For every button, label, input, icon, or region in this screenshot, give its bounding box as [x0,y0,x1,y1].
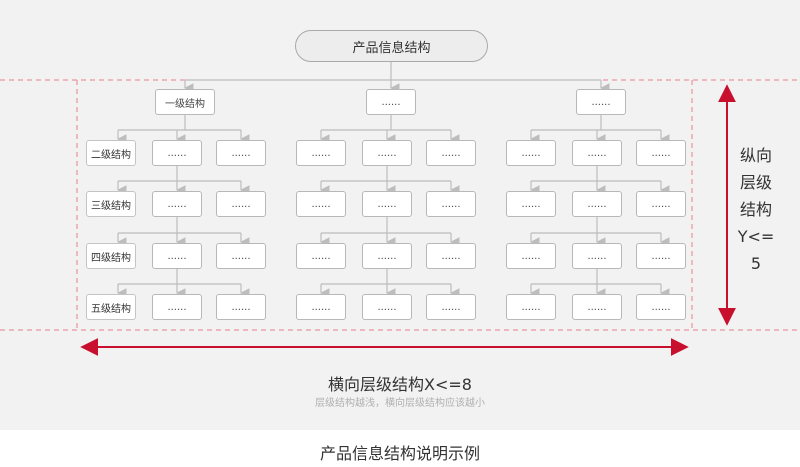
level1-placeholder: ...... [591,96,611,108]
structure-node: ...... [362,191,412,217]
structure-node: ...... [506,294,556,320]
node-placeholder: ...... [441,147,461,159]
structure-node: ...... [152,140,202,166]
level-label-text: 三级结构 [91,200,131,212]
structure-node: ...... [506,243,556,269]
structure-node: ...... [506,140,556,166]
structure-node: ...... [296,243,346,269]
node-placeholder: ...... [167,301,187,313]
node-placeholder: ...... [521,250,541,262]
node-placeholder: ...... [377,147,397,159]
node-placeholder: ...... [521,301,541,313]
structure-node: ...... [296,294,346,320]
structure-node: ...... [426,140,476,166]
node-placeholder: ...... [441,198,461,210]
vertical-limit-line: 纵向 [739,146,772,165]
structure-node: ...... [362,243,412,269]
structure-node: ...... [216,243,266,269]
structure-node: ...... [152,243,202,269]
node-placeholder: ...... [311,198,331,210]
structure-node: ...... [426,191,476,217]
horizontal-limit-label: 横向层级结构X<=8 [328,375,472,394]
structure-node: ...... [636,294,686,320]
level-label: 四级结构 [86,243,136,269]
root-node-label: 产品信息结构 [352,40,431,56]
structure-node: ...... [636,191,686,217]
structure-node: ...... [296,191,346,217]
structure-node: ...... [572,243,622,269]
root-node: 产品信息结构 [295,30,488,62]
node-placeholder: ...... [587,250,607,262]
level-label-text: 五级结构 [91,303,131,315]
vertical-limit-line: 结构 [739,200,772,219]
node-placeholder: ...... [167,147,187,159]
structure-node: ...... [216,191,266,217]
node-placeholder: ...... [231,198,251,210]
node-placeholder: ...... [231,301,251,313]
node-placeholder: ...... [311,301,331,313]
level-label-text: 四级结构 [91,252,131,264]
node-placeholder: ...... [231,250,251,262]
structure-node: ...... [572,191,622,217]
level1-node-3: ...... [576,89,626,115]
node-placeholder: ...... [311,250,331,262]
vertical-limit-line: 层级 [739,173,772,192]
structure-node: ...... [152,294,202,320]
node-placeholder: ...... [587,198,607,210]
node-placeholder: ...... [377,250,397,262]
level-label: 五级结构 [86,294,136,320]
node-placeholder: ...... [167,198,187,210]
node-placeholder: ...... [521,147,541,159]
horizontal-limit-note: 层级结构越浅，横向层级结构应该越小 [315,398,485,409]
structure-node: ...... [362,294,412,320]
figure-caption: 产品信息结构说明示例 [319,444,480,463]
level1-node-2: ...... [366,89,416,115]
node-placeholder: ...... [651,147,671,159]
structure-node: ...... [572,140,622,166]
level1-label: 一级结构 [165,98,205,110]
level-label: 三级结构 [86,191,136,217]
structure-node: ...... [296,140,346,166]
node-placeholder: ...... [651,301,671,313]
level-label: 二级结构 [86,140,136,166]
structure-diagram [0,62,800,356]
vertical-limit-line: 5 [750,254,762,273]
vertical-limit-label: 纵向 层级 结构 Y<= 5 [730,142,782,277]
node-placeholder: ...... [167,250,187,262]
node-placeholder: ...... [521,198,541,210]
structure-node: ...... [216,140,266,166]
structure-node: ...... [362,140,412,166]
structure-node: ...... [426,243,476,269]
node-placeholder: ...... [587,147,607,159]
node-placeholder: ...... [441,301,461,313]
level-label-text: 二级结构 [91,149,131,161]
structure-node: ...... [572,294,622,320]
level1-node-1: 一级结构 [155,89,215,115]
vertical-limit-line: Y<= [737,227,775,246]
node-placeholder: ...... [651,198,671,210]
node-placeholder: ...... [651,250,671,262]
structure-node: ...... [506,191,556,217]
node-placeholder: ...... [231,147,251,159]
structure-node: ...... [636,243,686,269]
level1-placeholder: ...... [381,96,401,108]
node-placeholder: ...... [377,301,397,313]
structure-node: ...... [426,294,476,320]
node-placeholder: ...... [587,301,607,313]
node-placeholder: ...... [311,147,331,159]
node-placeholder: ...... [441,250,461,262]
node-placeholder: ...... [377,198,397,210]
structure-node: ...... [636,140,686,166]
structure-node: ...... [216,294,266,320]
structure-node: ...... [152,191,202,217]
